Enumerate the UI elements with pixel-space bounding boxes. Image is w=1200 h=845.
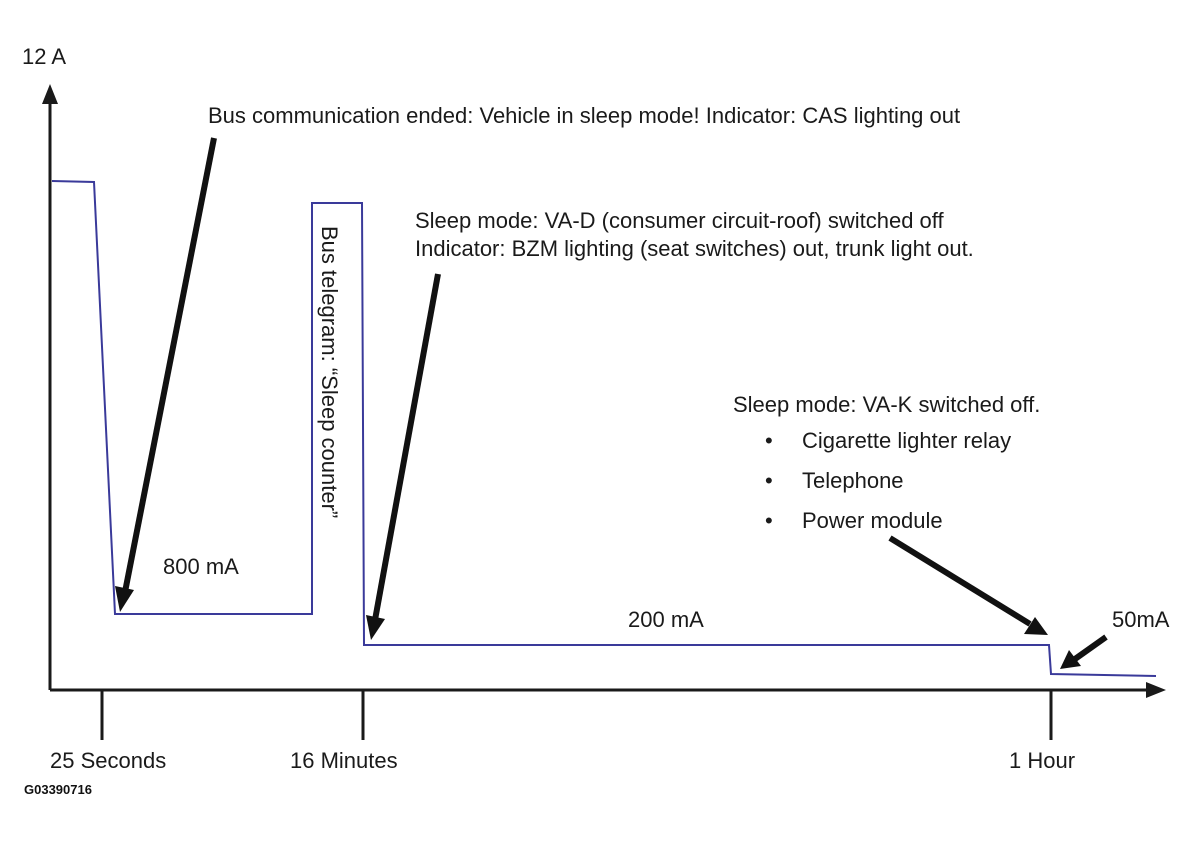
annotation-sleep-vak-list: Cigarette lighter relay Telephone Power … [765,427,1011,547]
arrow-sleep-vad [366,273,441,640]
y-axis-arrowhead [42,84,58,104]
arrow-50ma [1060,634,1108,669]
current-label-50ma: 50mA [1112,607,1170,632]
current-label-800ma: 800 mA [163,554,239,579]
x-tick-label-1-hour: 1 Hour [1009,748,1076,773]
x-tick-label-25-seconds: 25 Seconds [50,748,167,773]
figure-code: G03390716 [24,782,92,797]
list-item: Power module [765,507,1011,547]
current-trace [51,180,1157,677]
annotation-sleep-vad-line2: Indicator: BZM lighting (seat switches) … [415,236,974,261]
current-label-200ma: 200 mA [628,607,704,632]
arrow-bus-comm-ended [115,137,217,612]
arrow-sleep-vak [888,535,1048,635]
x-axis-arrowhead [1146,682,1166,698]
annotation-bus-telegram: Bus telegram: “Sleep counter” [317,226,342,519]
y-axis-max-label: 12 A [22,44,67,69]
annotation-bus-comm-ended: Bus communication ended: Vehicle in slee… [208,103,961,128]
annotation-sleep-vad-line1: Sleep mode: VA-D (consumer circuit-roof)… [415,208,944,233]
list-item: Telephone [765,467,1011,507]
x-tick-label-16-minutes: 16 Minutes [290,748,398,773]
annotation-sleep-vak-title: Sleep mode: VA-K switched off. [733,392,1041,417]
list-item: Cigarette lighter relay [765,427,1011,467]
